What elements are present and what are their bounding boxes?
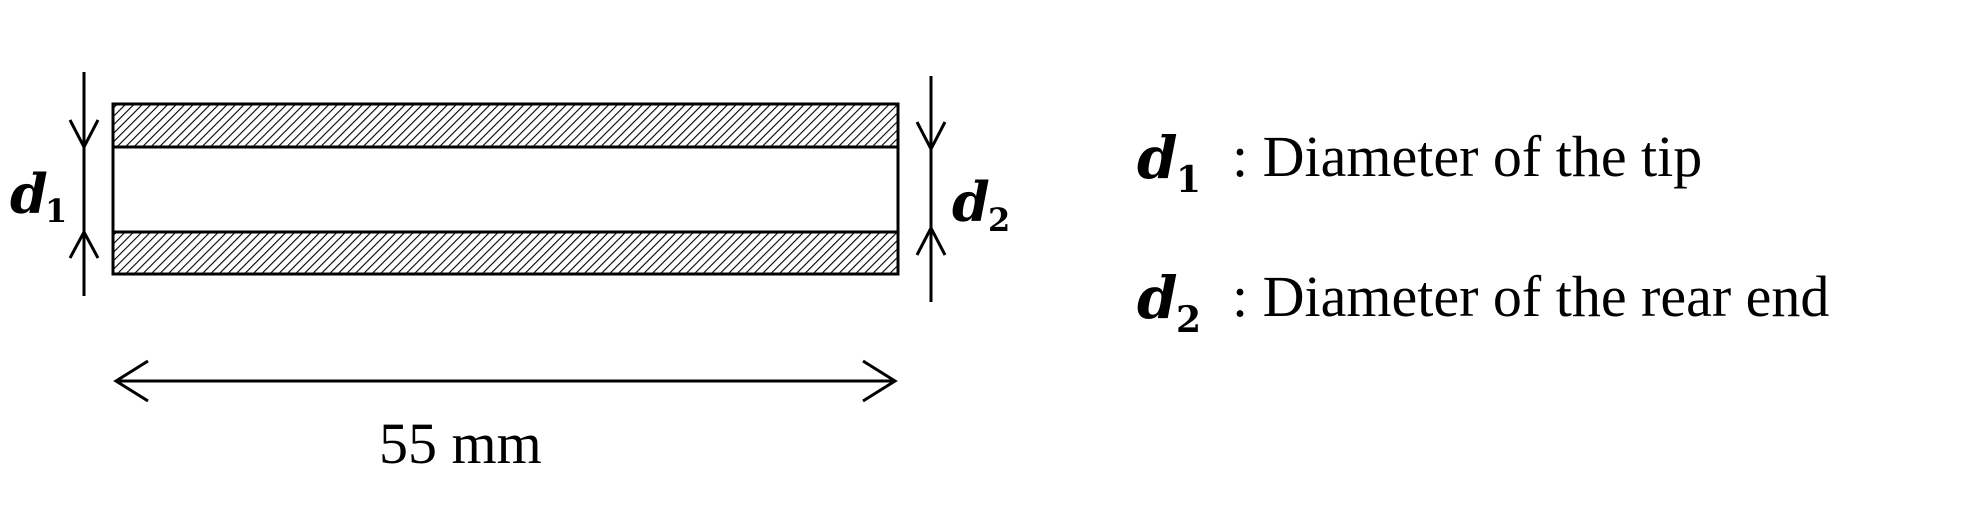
d2-arrow-down	[915, 121, 947, 153]
lower-wall	[111, 230, 900, 276]
legend-item-d2: d 2 : Diameter of the rear end	[1137, 264, 1829, 341]
length-arrow-right	[862, 359, 898, 403]
length-label: 55 mm	[379, 411, 542, 476]
length-arrow-left	[113, 359, 149, 403]
legend-d2-subscript: 2	[1176, 299, 1201, 341]
d1-symbol: d	[10, 162, 48, 226]
d2-symbol: d	[952, 170, 990, 234]
d1-subscript: 1	[45, 192, 67, 230]
legend-d2-text: : Diameter of the rear end	[1232, 264, 1829, 329]
d2-dimension	[915, 76, 947, 302]
legend-d1-text: : Diameter of the tip	[1232, 124, 1702, 189]
d1-arrow-up	[68, 228, 100, 259]
upper-wall	[111, 102, 900, 149]
d1-dimension	[68, 72, 100, 296]
tube-body	[111, 102, 900, 276]
length-dimension	[113, 359, 898, 403]
d2-arrow-up	[915, 224, 947, 256]
tube-bore	[111, 145, 900, 234]
legend-item-d1: d 1 : Diameter of the tip	[1137, 124, 1702, 201]
legend-d2-symbol: d	[1137, 264, 1178, 332]
legend-d1-symbol: d	[1137, 124, 1178, 192]
legend: d 1 : Diameter of the tip d 2 : Diameter…	[1137, 124, 1829, 341]
legend-d1-subscript: 1	[1176, 159, 1201, 201]
d2-subscript: 2	[988, 201, 1010, 239]
d1-arrow-down	[68, 119, 100, 151]
